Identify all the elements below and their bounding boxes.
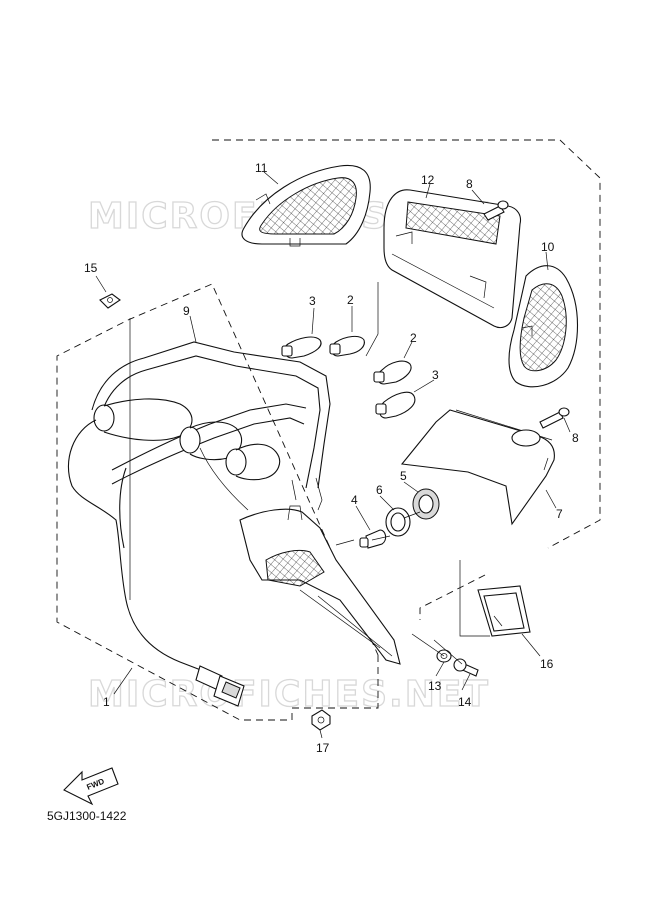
part-label: 3 <box>309 294 316 308</box>
part-8-screw-right <box>539 407 570 429</box>
part-label: 6 <box>376 483 383 497</box>
part-label: 4 <box>351 493 358 507</box>
part-17-nut <box>311 709 331 731</box>
part-labels: 11 12 8 10 15 3 2 9 2 3 8 5 6 4 7 16 13 … <box>84 161 579 755</box>
part-label: 3 <box>432 368 439 382</box>
part-label: 17 <box>316 741 330 755</box>
part-label: 7 <box>556 507 563 521</box>
part-label: 5 <box>400 469 407 483</box>
part-label: 14 <box>458 695 472 709</box>
reference-lines <box>129 282 490 665</box>
part-label: 9 <box>183 304 190 318</box>
part-8-screw-top <box>483 200 509 221</box>
part-14-bolt <box>453 658 479 677</box>
part-label: 1 <box>103 695 110 709</box>
part-15-nut <box>99 293 121 309</box>
part-label: 11 <box>255 161 268 175</box>
part-6-gasket <box>385 507 411 537</box>
part-label: 2 <box>410 331 417 345</box>
part-1-harness <box>67 419 249 707</box>
part-7-cover <box>400 409 555 526</box>
part-label: 8 <box>572 431 579 445</box>
part-11-lens <box>241 164 371 247</box>
part-3-bulb-middle <box>375 391 416 419</box>
diagram-code: 5GJ1300-1422 <box>47 809 127 823</box>
part-label: 16 <box>540 657 554 671</box>
part-label: 12 <box>421 173 435 187</box>
part-label: 15 <box>84 261 98 275</box>
part-2-bulb-upper <box>329 335 365 357</box>
part-12-housing <box>383 189 522 329</box>
part-label: 13 <box>428 679 442 693</box>
part-3-bulb-upper <box>281 336 322 359</box>
part-4-bulb <box>359 529 387 549</box>
part-label: 2 <box>347 293 354 307</box>
part-10-lens <box>508 265 579 388</box>
assembly-boundary <box>56 139 601 721</box>
part-16-plate-light <box>477 585 531 637</box>
fwd-arrow-icon: FWD <box>63 767 119 806</box>
part-2-bulb-middle <box>373 360 412 385</box>
watermark-bottom: MICROFICHES.NET <box>88 674 490 715</box>
part-label: 8 <box>466 177 473 191</box>
part-label: 10 <box>541 240 555 254</box>
part-5-socket <box>412 488 440 520</box>
leader-lines <box>95 171 571 739</box>
